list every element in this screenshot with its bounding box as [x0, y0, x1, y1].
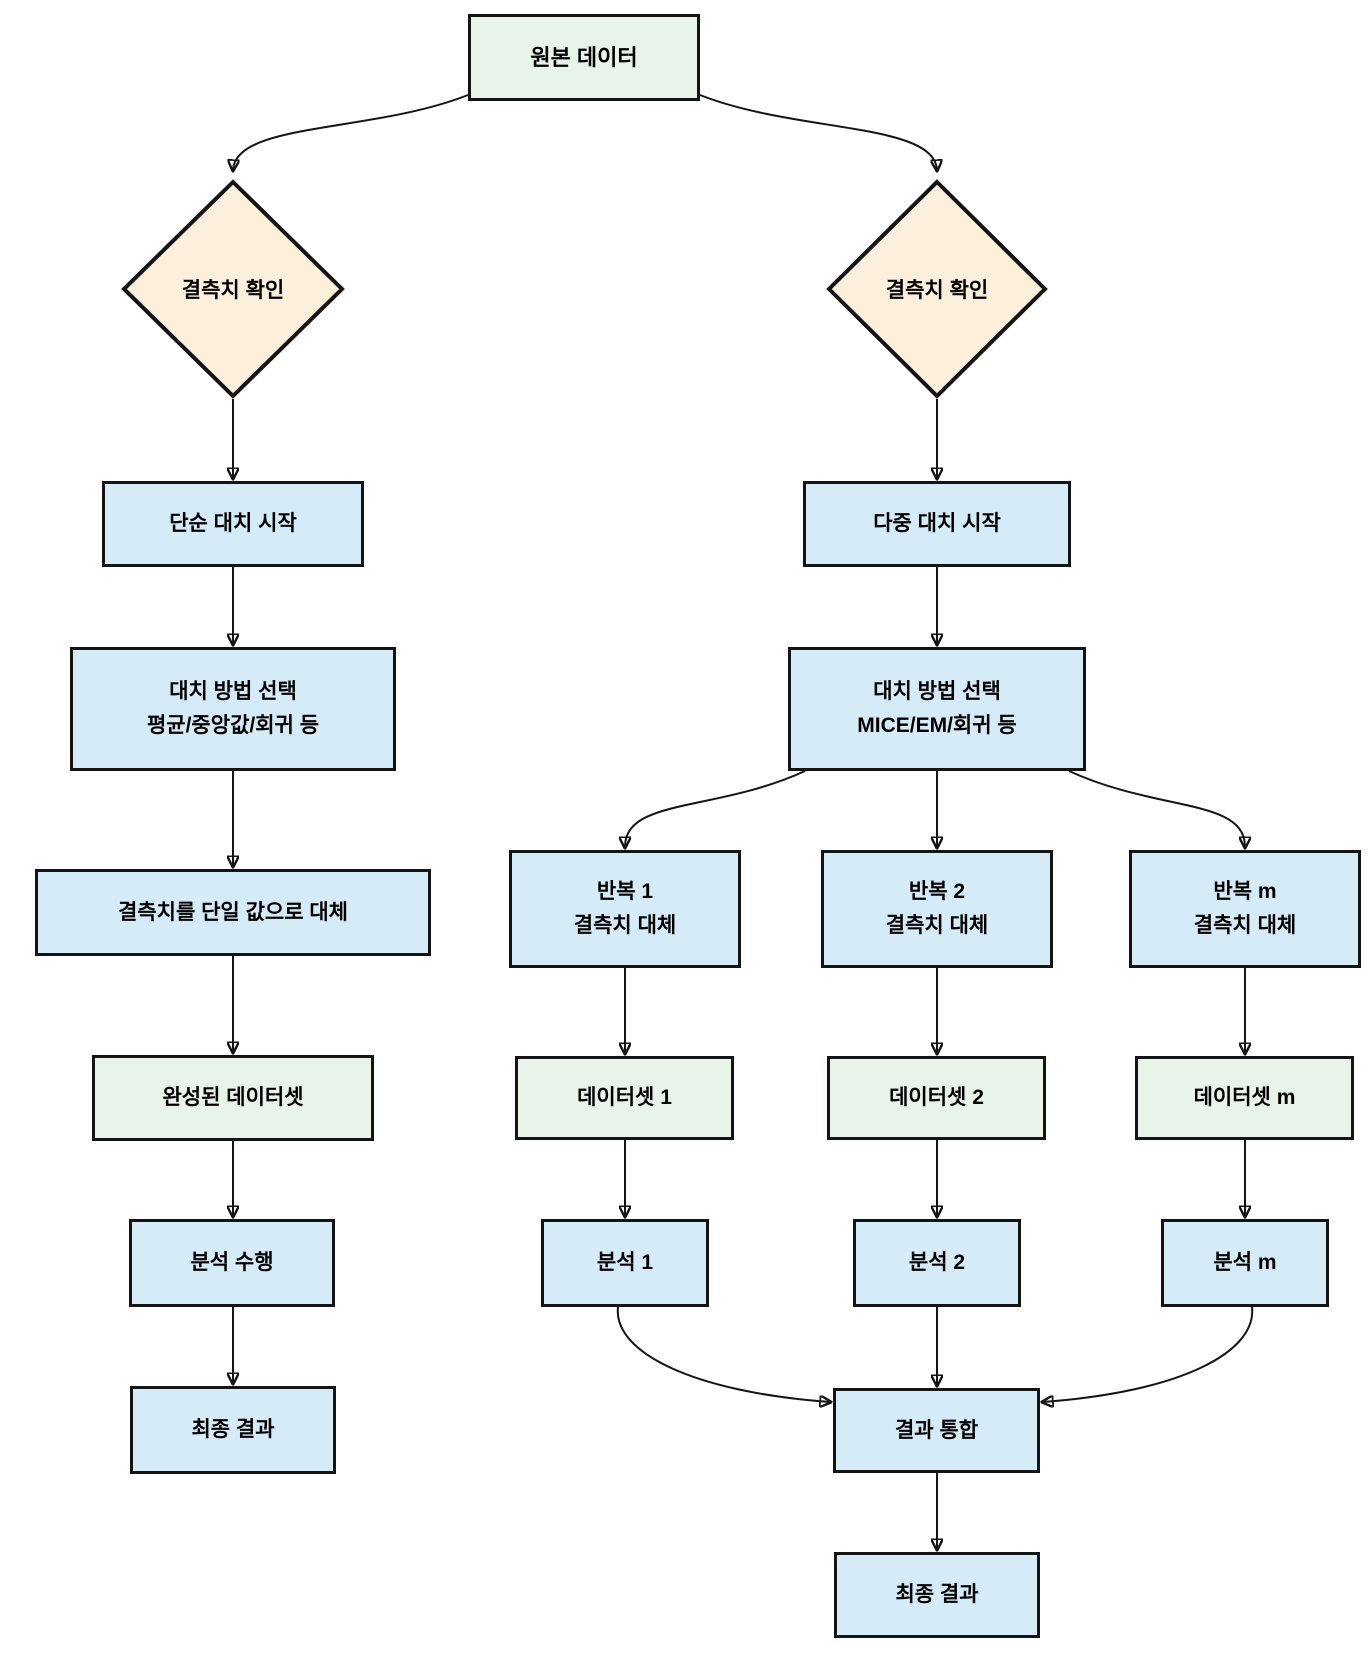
node-analysis-m: 분석 m [1161, 1219, 1329, 1307]
decision-label: 결측치 확인 [181, 279, 285, 302]
node-iteration-1: 반복 1 결측치 대체 [509, 850, 741, 968]
edge-analysis1-to-pool [616, 1306, 830, 1402]
edge-root-to-right-decision [699, 94, 937, 170]
node-multiple-final-result: 최종 결과 [834, 1552, 1040, 1638]
node-simple-method-select: 대치 방법 선택 평균/중앙값/회귀 등 [70, 647, 396, 771]
node-perform-analysis: 분석 수행 [129, 1219, 335, 1307]
node-analysis-1: 분석 1 [541, 1219, 709, 1307]
node-simple-final-result: 최종 결과 [130, 1386, 336, 1474]
node-replace-with-single-value: 결측치를 단일 값으로 대체 [35, 869, 431, 956]
node-completed-dataset: 완성된 데이터셋 [92, 1055, 374, 1141]
edge-multi-method-to-iterm [1068, 770, 1245, 847]
node-analysis-2: 분석 2 [853, 1219, 1021, 1307]
node-decision-check-missing-right: 결측치 확인 [826, 179, 1048, 399]
node-iteration-m: 반복 m 결측치 대체 [1129, 850, 1361, 968]
edge-root-to-left-decision [233, 94, 469, 170]
node-dataset-1: 데이터셋 1 [515, 1056, 734, 1140]
node-dataset-2: 데이터셋 2 [827, 1056, 1046, 1140]
diamond-shape [121, 179, 345, 399]
diamond-shape [826, 179, 1048, 399]
edge-multi-method-to-iter1 [625, 770, 806, 847]
edge-analysism-to-pool [1043, 1306, 1254, 1402]
node-decision-check-missing-left: 결측치 확인 [121, 179, 345, 399]
node-pool-results: 결과 통합 [833, 1388, 1040, 1473]
node-original-data: 원본 데이터 [468, 14, 700, 101]
node-multiple-method-select: 대치 방법 선택 MICE/EM/회귀 등 [788, 647, 1086, 771]
node-simple-imputation-start: 단순 대치 시작 [102, 481, 364, 567]
node-multiple-imputation-start: 다중 대치 시작 [803, 481, 1071, 567]
node-dataset-m: 데이터셋 m [1135, 1056, 1354, 1140]
node-iteration-2: 반복 2 결측치 대체 [821, 850, 1053, 968]
decision-label: 결측치 확인 [885, 279, 989, 302]
